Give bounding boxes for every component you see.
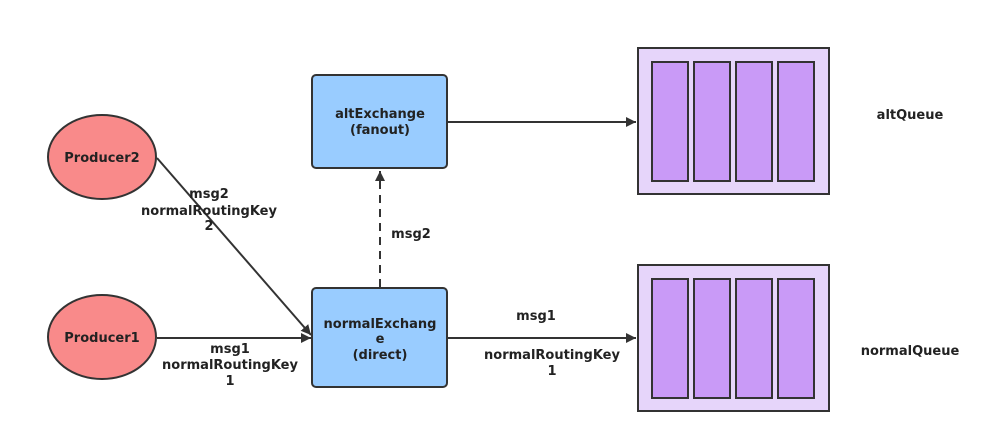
- normal-exchange-node: normalExchang e (direct): [311, 287, 448, 388]
- alt-queue-slot: [651, 61, 689, 182]
- producer1-shape: [47, 294, 157, 380]
- edge-label-normal-queue-msg: msg1: [516, 309, 556, 324]
- alt-exchange-label-line1: altExchange: [335, 107, 425, 122]
- normal-exchange-label-line1: normalExchang: [324, 317, 437, 332]
- edge-label-producer1-msg: msg1: [210, 342, 250, 357]
- alt-exchange-label-line2: (fanout): [350, 123, 410, 138]
- alt-exchange-node: altExchange (fanout): [311, 74, 448, 169]
- edge-label-normal-queue-routing-key: normalRoutingKey: [484, 348, 620, 363]
- edge-label-alternate-msg: msg2: [391, 227, 431, 242]
- edge-label-producer2-routing-key-suffix: 2: [204, 219, 213, 234]
- normal-queue-slot: [777, 278, 815, 399]
- normal-exchange-label-line3: (direct): [353, 348, 408, 363]
- normal-queue-slot: [651, 278, 689, 399]
- normal-exchange-label-line2: e: [376, 332, 385, 347]
- edge-label-normal-queue-routing-key-suffix: 1: [547, 364, 556, 379]
- alt-queue-node: altQueue: [637, 47, 944, 195]
- alt-queue-slot: [693, 61, 731, 182]
- edge-label-producer1-routing-key: normalRoutingKey: [162, 358, 298, 373]
- producer2-shape: [47, 114, 157, 200]
- producer2-label: Producer2: [64, 151, 139, 166]
- edge-label-producer2-routing-key: normalRoutingKey: [141, 204, 277, 219]
- producer2-node: Producer2: [47, 114, 157, 200]
- producer1-label: Producer1: [64, 331, 139, 346]
- normal-queue-node: normalQueue: [637, 264, 960, 412]
- alt-queue-slot: [777, 61, 815, 182]
- normal-queue-slot: [735, 278, 773, 399]
- edge-label-producer1-routing-key-suffix: 1: [225, 374, 234, 389]
- alt-exchange-shape: [311, 74, 448, 169]
- normal-queue-label: normalQueue: [861, 344, 960, 359]
- normal-queue-slot: [693, 278, 731, 399]
- edge-label-producer2-msg: msg2: [189, 187, 229, 202]
- alt-queue-slot: [735, 61, 773, 182]
- producer1-node: Producer1: [47, 294, 157, 380]
- normal-exchange-shape: [311, 287, 448, 388]
- edge-producer2-to-normal-exchange: [156, 157, 312, 336]
- alt-queue-label: altQueue: [877, 108, 944, 123]
